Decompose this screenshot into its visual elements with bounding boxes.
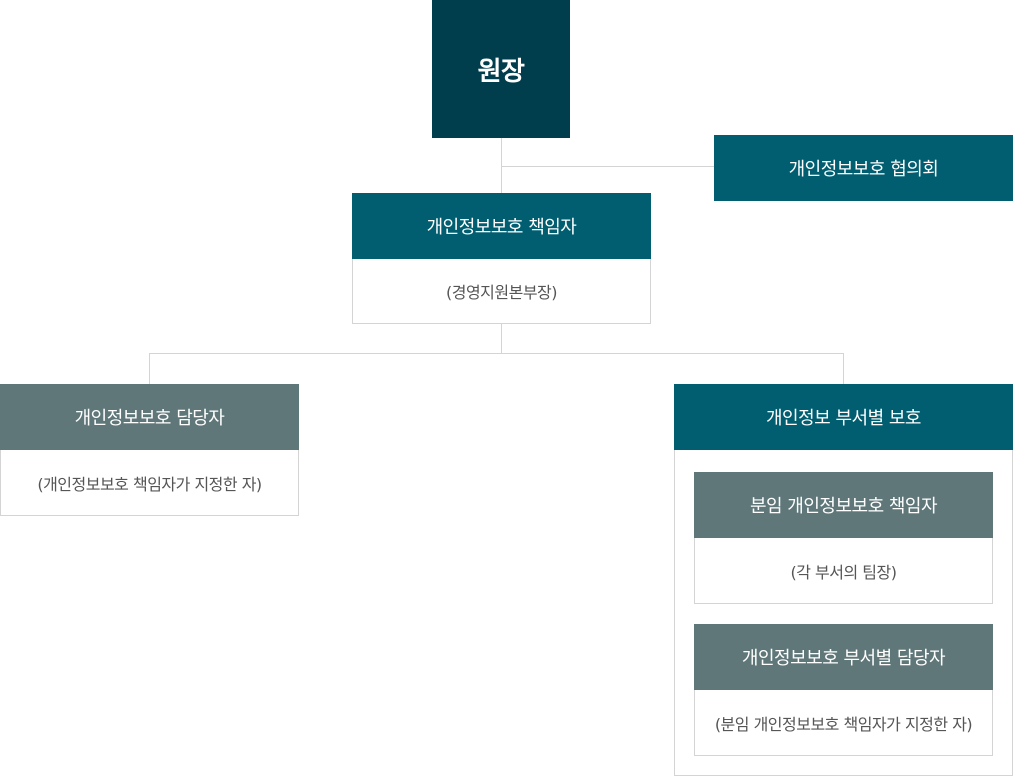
unit-manager-box: 개인정보보호 부서별 담당자 (694, 624, 993, 690)
connector-horizontal-branch (149, 353, 844, 354)
dept-protection-label: 개인정보 부서별 보호 (766, 408, 921, 429)
dept-protection-box: 개인정보 부서별 보호 (674, 384, 1013, 450)
unit-manager-label: 개인정보보호 부서별 담당자 (741, 648, 946, 669)
connector-director-officer (501, 137, 502, 193)
unit-officer-box: 분임 개인정보보호 책임자 (694, 472, 993, 538)
council-label: 개인정보보호 협의회 (788, 159, 939, 180)
director-box: 원장 (432, 0, 570, 138)
unit-manager-note: (분임 개인정보보호 책임자가 지정한 자) (714, 714, 973, 734)
connector-to-dept (843, 353, 844, 384)
manager-box: 개인정보보호 담당자 (0, 384, 299, 450)
unit-officer-label: 분임 개인정보보호 책임자 (749, 496, 938, 517)
unit-officer-note: (각 부서의 팀장) (790, 562, 897, 582)
manager-note-box: (개인정보보호 책임자가 지정한 자) (0, 450, 299, 516)
manager-note: (개인정보보호 책임자가 지정한 자) (37, 474, 262, 494)
unit-manager-note-box: (분임 개인정보보호 책임자가 지정한 자) (694, 690, 993, 756)
connector-officer-down (501, 324, 502, 353)
director-label: 원장 (477, 56, 525, 87)
connector-to-manager (149, 353, 150, 384)
officer-box: 개인정보보호 책임자 (352, 193, 651, 259)
council-box: 개인정보보호 협의회 (714, 135, 1013, 201)
connector-council (501, 166, 714, 167)
officer-note-box: (경영지원본부장) (352, 259, 651, 324)
manager-label: 개인정보보호 담당자 (74, 408, 225, 429)
officer-note: (경영지원본부장) (445, 283, 558, 302)
unit-officer-note-box: (각 부서의 팀장) (694, 538, 993, 604)
officer-label: 개인정보보호 책임자 (426, 217, 577, 238)
